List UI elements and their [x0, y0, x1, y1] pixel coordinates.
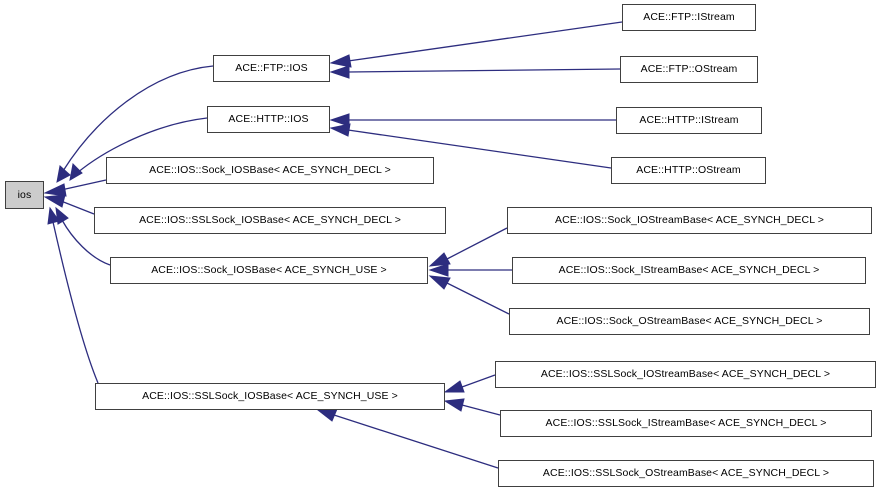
edge-ftp-istream-to-ftp-ios [329, 21, 623, 68]
class-node-label: ACE::FTP::IOS [235, 62, 308, 75]
class-node-sslsock_iosbase_decl[interactable]: ACE::IOS::SSLSock_IOSBase< ACE_SYNCH_DEC… [94, 207, 446, 234]
class-node-http_ios[interactable]: ACE::HTTP::IOS [207, 106, 330, 133]
class-node-label: ACE::FTP::OStream [640, 63, 738, 76]
class-node-label: ACE::IOS::SSLSock_IOStreamBase< ACE_SYNC… [540, 368, 831, 381]
class-node-sock_iosbase_use[interactable]: ACE::IOS::Sock_IOSBase< ACE_SYNCH_USE > [110, 257, 428, 284]
class-node-sock_istreambase_decl[interactable]: ACE::IOS::Sock_IStreamBase< ACE_SYNCH_DE… [512, 257, 866, 284]
class-node-label: ACE::IOS::Sock_IStreamBase< ACE_SYNCH_DE… [558, 264, 820, 277]
class-node-label: ACE::IOS::SSLSock_OStreamBase< ACE_SYNCH… [542, 467, 830, 480]
class-node-sock_iostreambase_decl[interactable]: ACE::IOS::Sock_IOStreamBase< ACE_SYNCH_D… [507, 207, 872, 234]
edge-sslsock-istreambase-to-sslsock-iosbase-use [443, 398, 501, 416]
class-node-label: ACE::IOS::Sock_OStreamBase< ACE_SYNCH_DE… [556, 315, 823, 328]
class-node-sock_iosbase_decl[interactable]: ACE::IOS::Sock_IOSBase< ACE_SYNCH_DECL > [106, 157, 434, 184]
edge-sock-ostreambase-to-sock-iosbase-use [428, 275, 510, 315]
class-node-label: ACE::IOS::SSLSock_IStreamBase< ACE_SYNCH… [545, 417, 827, 430]
class-node-sslsock_istreambase_decl[interactable]: ACE::IOS::SSLSock_IStreamBase< ACE_SYNCH… [500, 410, 872, 437]
class-node-label: ACE::HTTP::IOS [228, 113, 309, 126]
class-node-ftp_ostream[interactable]: ACE::FTP::OStream [620, 56, 758, 83]
class-node-label: ACE::IOS::Sock_IOSBase< ACE_SYNCH_USE > [151, 264, 387, 277]
class-node-sslsock_ostreambase_decl[interactable]: ACE::IOS::SSLSock_OStreamBase< ACE_SYNCH… [498, 460, 874, 487]
edge-sslsock-iosbase-use-to-ios [47, 206, 99, 384]
class-node-ftp_istream[interactable]: ACE::FTP::IStream [622, 4, 756, 31]
edge-http-istream-to-http-ios [329, 113, 616, 127]
class-node-label: ACE::IOS::SSLSock_IOSBase< ACE_SYNCH_DEC… [139, 214, 401, 227]
edge-sslsock-iostreambase-to-sslsock-iosbase-use [443, 374, 496, 393]
class-node-label: ios [17, 188, 32, 201]
class-node-label: ACE::FTP::IStream [643, 11, 735, 24]
class-node-label: ACE::IOS::SSLSock_IOSBase< ACE_SYNCH_USE… [142, 390, 398, 403]
class-node-ftp_ios[interactable]: ACE::FTP::IOS [213, 55, 330, 82]
edge-sslsock-ostreambase-to-sslsock-iosbase-use [316, 408, 499, 469]
edge-sock-iosbase-decl-to-ios [43, 179, 107, 197]
class-node-label: ACE::HTTP::IStream [639, 114, 739, 127]
edge-sslsock-iosbase-decl-to-ios [43, 194, 95, 215]
class-node-sslsock_iosbase_use[interactable]: ACE::IOS::SSLSock_IOSBase< ACE_SYNCH_USE… [95, 383, 445, 410]
class-node-sock_ostreambase_decl[interactable]: ACE::IOS::Sock_OStreamBase< ACE_SYNCH_DE… [509, 308, 870, 335]
class-node-sslsock_iostreambase_decl[interactable]: ACE::IOS::SSLSock_IOStreamBase< ACE_SYNC… [495, 361, 876, 388]
class-node-label: ACE::IOS::Sock_IOSBase< ACE_SYNCH_DECL > [149, 164, 391, 177]
class-node-ios[interactable]: ios [5, 181, 44, 209]
class-node-label: ACE::HTTP::OStream [636, 164, 741, 177]
class-node-label: ACE::IOS::Sock_IOStreamBase< ACE_SYNCH_D… [554, 214, 825, 227]
edge-ftp-ostream-to-ftp-ios [329, 65, 621, 79]
class-node-http_istream[interactable]: ACE::HTTP::IStream [616, 107, 762, 134]
edge-sock-istreambase-to-sock-iosbase-use [428, 263, 512, 277]
class-node-http_ostream[interactable]: ACE::HTTP::OStream [611, 157, 766, 184]
